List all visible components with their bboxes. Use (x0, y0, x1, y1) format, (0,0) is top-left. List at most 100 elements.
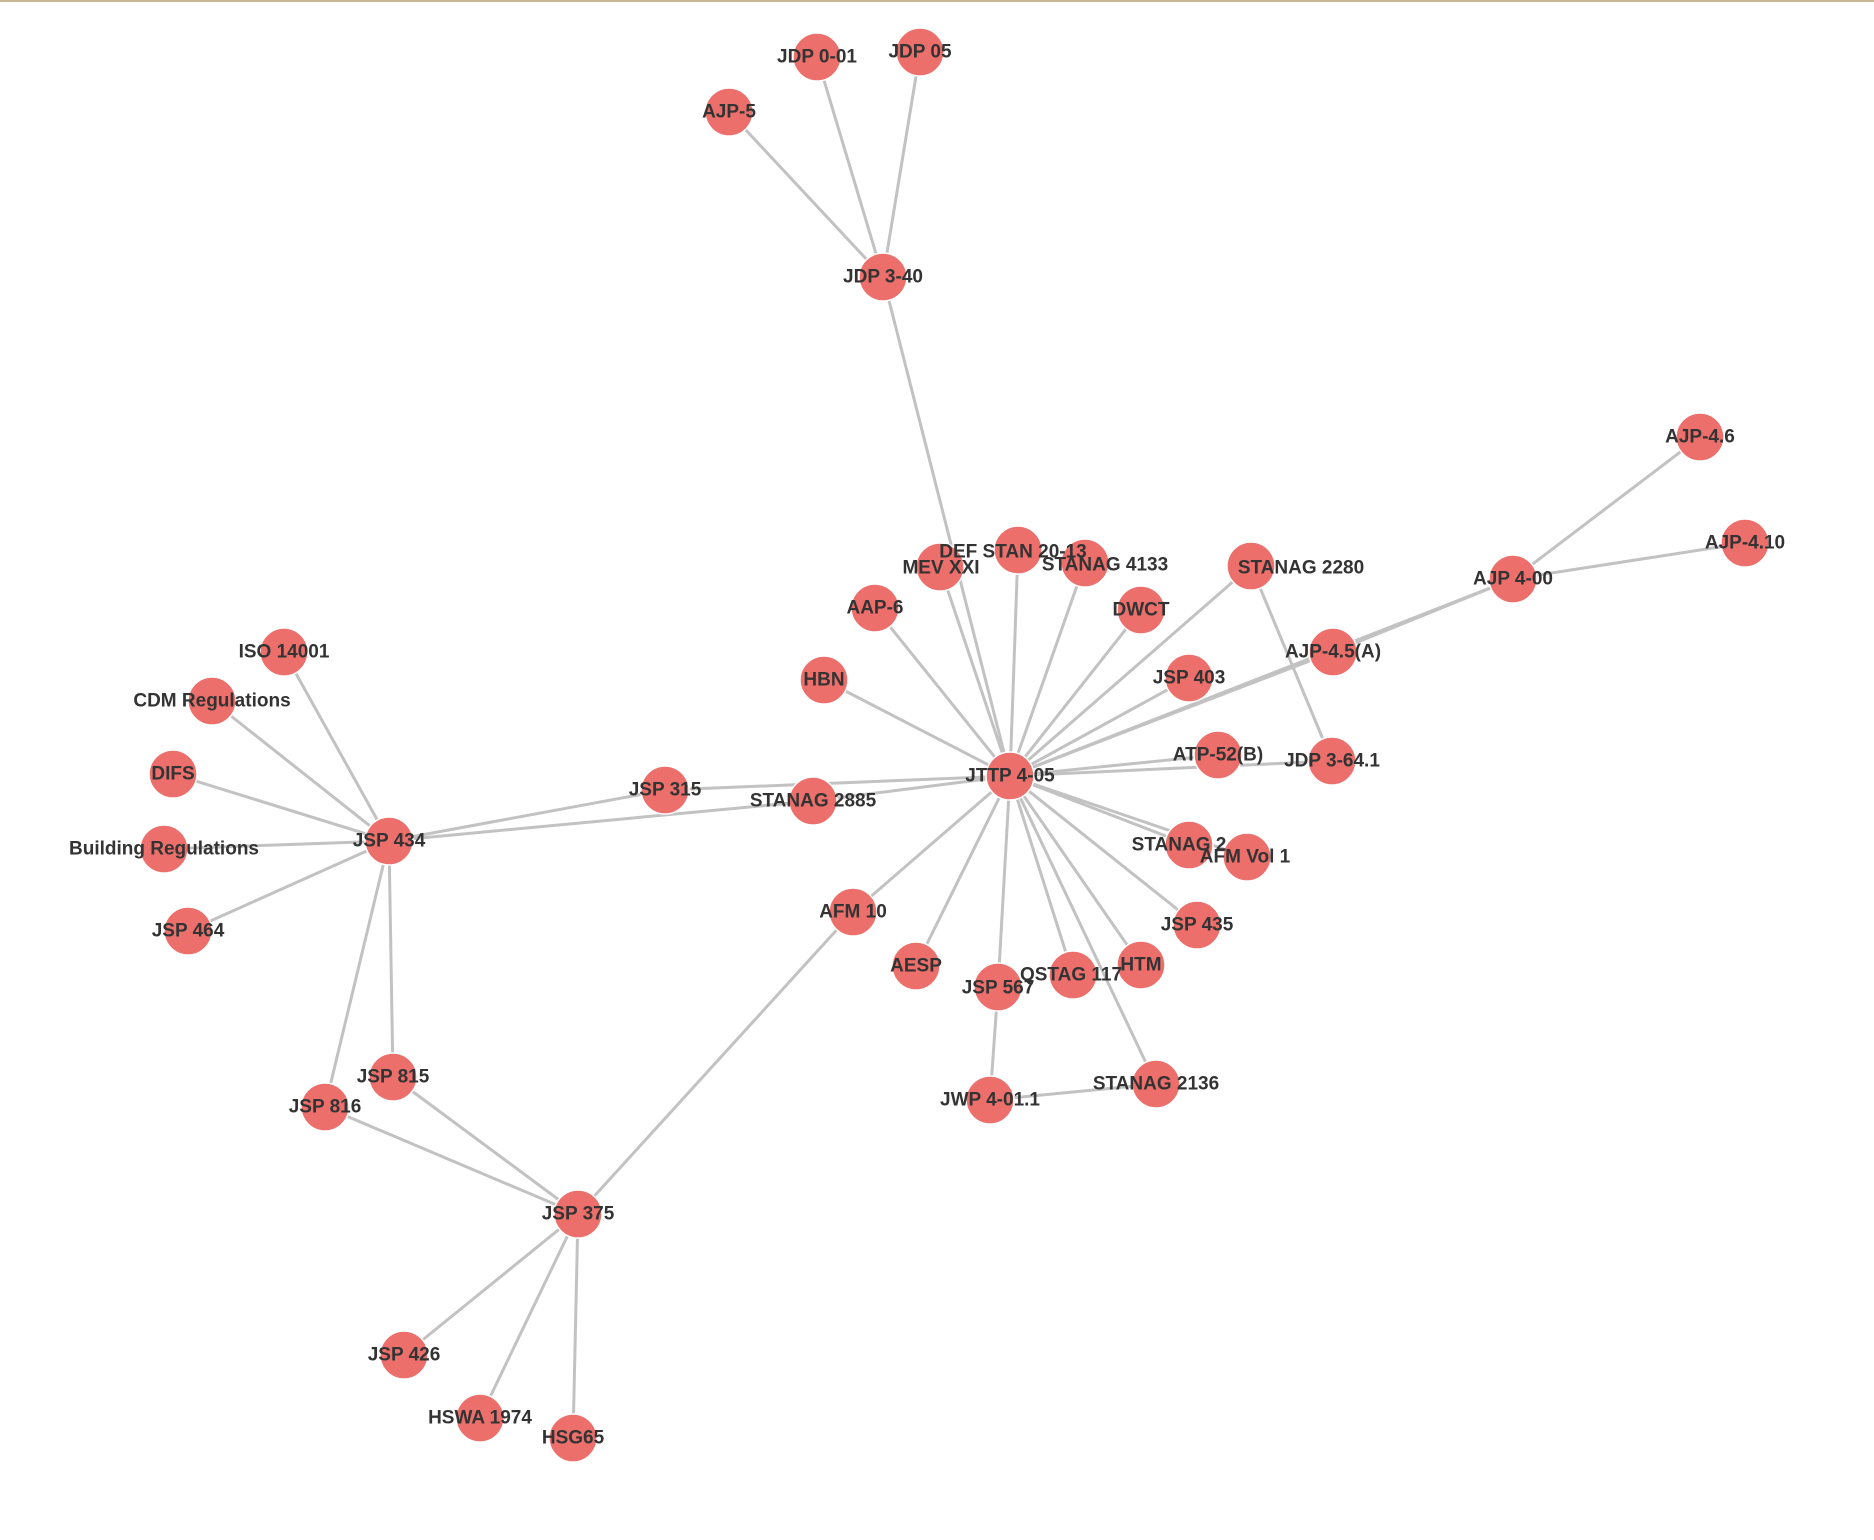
node-circle[interactable] (1172, 900, 1222, 950)
node-label-buildregs: Building Regulations (69, 839, 259, 860)
node-circle[interactable] (187, 676, 237, 726)
node-ajp46[interactable] (1675, 412, 1725, 462)
node-ajp410[interactable] (1720, 518, 1770, 568)
node-jsp403[interactable] (1164, 653, 1214, 703)
node-circle[interactable] (792, 32, 842, 82)
node-circle[interactable] (799, 655, 849, 705)
node-circle[interactable] (379, 1330, 429, 1380)
node-jsp816[interactable] (300, 1082, 350, 1132)
node-stanag2885[interactable] (788, 776, 838, 826)
node-htm[interactable] (1116, 940, 1166, 990)
edge-jsp375-afm10 (576, 910, 855, 1216)
node-buildregs[interactable] (139, 824, 189, 874)
node-circle[interactable] (640, 765, 690, 815)
node-atp52b[interactable] (1193, 730, 1243, 780)
node-afm10[interactable] (828, 887, 878, 937)
edge-jttp405-jsp403 (1009, 676, 1190, 778)
node-hswa1974[interactable] (455, 1393, 505, 1443)
node-afmvol1[interactable] (1222, 832, 1272, 882)
edge-jttp405-stanag2885 (812, 774, 1011, 803)
node-circle[interactable] (993, 525, 1043, 575)
node-aap6[interactable] (850, 583, 900, 633)
node-cdm[interactable] (187, 676, 237, 726)
node-aesp[interactable] (891, 941, 941, 991)
node-label-jsp815: JSP 815 (357, 1067, 430, 1088)
node-label-jsp816: JSP 816 (289, 1097, 362, 1118)
node-circle[interactable] (1060, 538, 1110, 588)
node-stanag2280[interactable] (1226, 541, 1276, 591)
node-label-stanag4133: STANAG 4133 (1042, 555, 1168, 576)
node-jsp567[interactable] (973, 962, 1023, 1012)
node-ajp400[interactable] (1488, 554, 1538, 604)
node-qstag117[interactable] (1048, 950, 1098, 1000)
node-ajp5[interactable] (704, 87, 754, 137)
node-hsg65[interactable] (548, 1413, 598, 1463)
node-stanag2x[interactable] (1164, 820, 1214, 870)
edge-jwp4011-stanag2136 (989, 1082, 1157, 1102)
node-circle[interactable] (1048, 950, 1098, 1000)
node-jdp3641[interactable] (1307, 736, 1357, 786)
node-circle[interactable] (1116, 940, 1166, 990)
edge-jttp405-aap6 (873, 607, 1012, 777)
node-label-jttp405: JTTP 4-05 (965, 766, 1055, 787)
node-circle[interactable] (1131, 1059, 1181, 1109)
node-hbn[interactable] (799, 655, 849, 705)
node-circle[interactable] (553, 1189, 603, 1239)
node-dwct[interactable] (1116, 585, 1166, 635)
node-circle[interactable] (163, 906, 213, 956)
node-circle[interactable] (828, 887, 878, 937)
node-circle[interactable] (850, 583, 900, 633)
node-circle[interactable] (1308, 627, 1358, 677)
node-stanag4133[interactable] (1060, 538, 1110, 588)
node-circle[interactable] (1164, 653, 1214, 703)
node-circle[interactable] (895, 27, 945, 77)
node-circle[interactable] (1226, 541, 1276, 591)
node-jsp375[interactable] (553, 1189, 603, 1239)
node-jdp05[interactable] (895, 27, 945, 77)
edge-jttp405-stanag2136 (1008, 775, 1158, 1085)
node-circle[interactable] (985, 751, 1035, 801)
node-circle[interactable] (300, 1082, 350, 1132)
node-jsp464[interactable] (163, 906, 213, 956)
node-jsp426[interactable] (379, 1330, 429, 1380)
node-jdp001[interactable] (792, 32, 842, 82)
node-jsp815[interactable] (368, 1052, 418, 1102)
node-mevxxi[interactable] (915, 542, 965, 592)
edge-jttp405-stanag2280 (1009, 564, 1252, 778)
node-circle[interactable] (139, 824, 189, 874)
node-circle[interactable] (891, 941, 941, 991)
node-jwp4011[interactable] (965, 1075, 1015, 1125)
node-circle[interactable] (259, 627, 309, 677)
node-circle[interactable] (915, 542, 965, 592)
node-circle[interactable] (1307, 736, 1357, 786)
node-difs[interactable] (148, 749, 198, 799)
node-circle[interactable] (973, 962, 1023, 1012)
node-jttp405[interactable] (985, 751, 1035, 801)
node-circle[interactable] (704, 87, 754, 137)
node-circle[interactable] (1675, 412, 1725, 462)
node-circle[interactable] (455, 1393, 505, 1443)
node-circle[interactable] (1193, 730, 1243, 780)
node-jsp435[interactable] (1172, 900, 1222, 950)
node-circle[interactable] (1164, 820, 1214, 870)
node-circle[interactable] (1720, 518, 1770, 568)
node-circle[interactable] (368, 1052, 418, 1102)
node-circle[interactable] (1488, 554, 1538, 604)
node-jsp315[interactable] (640, 765, 690, 815)
node-iso14001[interactable] (259, 627, 309, 677)
node-circle[interactable] (148, 749, 198, 799)
node-circle[interactable] (788, 776, 838, 826)
node-circle[interactable] (1222, 832, 1272, 882)
node-jsp434[interactable] (364, 816, 414, 866)
node-jdp340[interactable] (858, 252, 908, 302)
node-defstan2013[interactable] (993, 525, 1043, 575)
node-label-jsp464: JSP 464 (152, 921, 225, 942)
node-circle[interactable] (965, 1075, 1015, 1125)
node-circle[interactable] (1116, 585, 1166, 635)
node-circle[interactable] (364, 816, 414, 866)
node-circle[interactable] (548, 1413, 598, 1463)
node-stanag2136[interactable] (1131, 1059, 1181, 1109)
node-circle[interactable] (858, 252, 908, 302)
node-ajp45a[interactable] (1308, 627, 1358, 677)
